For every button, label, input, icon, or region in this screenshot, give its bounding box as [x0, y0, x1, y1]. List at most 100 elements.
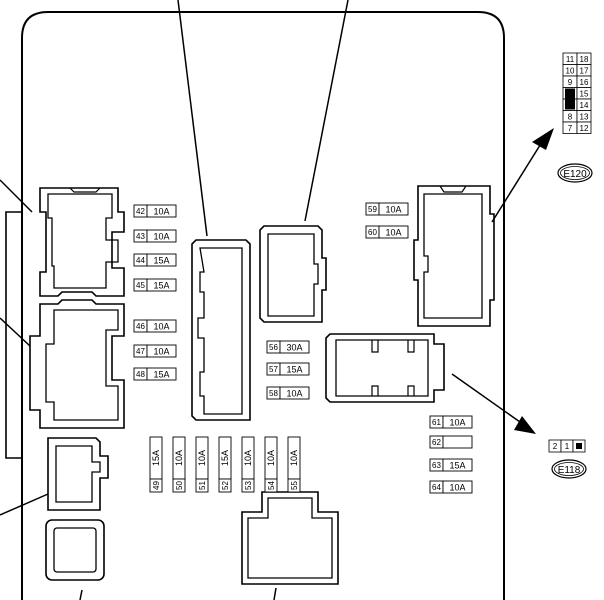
arrow-head-e118	[514, 416, 536, 434]
fuse-label-55: 10A 55	[287, 436, 301, 493]
connector-center-tall-inner	[197, 247, 243, 415]
fuse-number-box	[149, 478, 163, 493]
fuse-number: 64	[432, 483, 441, 492]
fuse-rating: 10A	[153, 347, 169, 357]
fuse-number: 43	[136, 232, 145, 241]
fuse-rating-box	[279, 386, 310, 400]
connector-bottom-center	[241, 491, 339, 585]
pin-number: 17	[580, 67, 589, 76]
fuse-rating-box	[146, 278, 177, 292]
fuse-rating: 15A	[220, 450, 230, 466]
fuse-rating: 10A	[243, 450, 253, 466]
fuse-number: 51	[198, 481, 207, 490]
connector-middle-left-inner	[45, 309, 119, 421]
fuse-number: 58	[269, 389, 278, 398]
fuse-rating-box	[146, 367, 177, 381]
leader-line-left-2	[0, 317, 31, 347]
pin-number: 1	[565, 442, 570, 451]
fuse-label-49: 15A 49	[149, 436, 163, 493]
fuse-label-53: 10A 53	[241, 436, 255, 493]
fuse-number: 59	[368, 205, 377, 214]
fuse-number-box	[264, 478, 278, 493]
pin-number: 18	[580, 55, 589, 64]
fuse-number: 62	[432, 438, 441, 447]
fuse-label-48: 48 15A	[133, 367, 177, 381]
pin-number: 16	[580, 78, 589, 87]
pin-number: 10	[566, 67, 575, 76]
fuse-number: 48	[136, 370, 145, 379]
fuse-rating: 15A	[449, 461, 465, 471]
fuse-number-box	[195, 478, 209, 493]
fuse-rating-box	[442, 435, 473, 449]
connector-right-inner	[423, 193, 483, 319]
left-mount-bracket	[5, 211, 22, 459]
connector-bottom-left	[45, 519, 105, 581]
fuse-number: 56	[269, 343, 278, 352]
fuse-rating-box	[279, 362, 310, 376]
fuse-number: 45	[136, 281, 145, 290]
fuse-label-59: 59 10A	[365, 202, 409, 216]
fuse-rating: 10A	[286, 389, 302, 399]
fuse-rating-box	[442, 480, 473, 494]
connector-upper-left-notch	[69, 187, 101, 193]
fuse-number: 55	[290, 481, 299, 490]
connector-middle-left	[29, 299, 125, 429]
fuse-number: 50	[175, 481, 184, 490]
fuse-rating: 15A	[286, 365, 302, 375]
connector-e120-label: E120	[563, 169, 587, 180]
fuse-rating: 10A	[153, 322, 169, 332]
fuse-rating-box	[378, 225, 409, 239]
leader-line-top-left	[177, 0, 208, 237]
fuse-rating: 10A	[449, 483, 465, 493]
fuse-number: 49	[152, 481, 161, 490]
fuse-number: 47	[136, 347, 145, 356]
fuse-rating: 10A	[385, 228, 401, 238]
pin-number: 12	[580, 124, 589, 133]
fuse-rating-box	[378, 202, 409, 216]
fuse-rating: 15A	[151, 450, 161, 466]
fuse-rating: 10A	[449, 418, 465, 428]
leader-line-left-3	[0, 493, 49, 516]
fuse-rating: 15A	[153, 370, 169, 380]
connector-e118-label: E118	[558, 465, 581, 476]
fuse-number: 52	[221, 481, 230, 490]
leader-line-top-right	[304, 0, 349, 222]
connector-center-right-tabs	[371, 340, 415, 396]
fuse-label-62: 62	[429, 435, 473, 449]
fuse-label-47: 47 10A	[133, 344, 177, 358]
fuse-rating: 15A	[153, 256, 169, 266]
fuse-number-box	[172, 478, 186, 493]
fuse-rating: 10A	[385, 205, 401, 215]
connector-lower-left-inner	[55, 445, 101, 503]
fuse-number: 53	[244, 481, 253, 490]
connector-upper-left-inner	[47, 193, 119, 289]
fuse-rating-box	[146, 229, 177, 243]
leader-line-e118	[451, 373, 521, 423]
locking-tab	[576, 443, 582, 449]
connector-center-tall	[191, 239, 251, 421]
connector-center-right	[325, 333, 445, 403]
fuse-rating: 10A	[289, 450, 299, 466]
arrow-head-e120	[532, 128, 554, 150]
fuse-label-50: 10A 50	[172, 436, 186, 493]
pin-number: 11	[566, 55, 575, 64]
fuse-label-58: 58 10A	[266, 386, 310, 400]
fuse-number-box	[287, 478, 301, 493]
connector-top-center-inner	[267, 233, 319, 317]
fuse-rating: 10A	[174, 450, 184, 466]
fuse-number: 63	[432, 461, 441, 470]
fuse-number: 60	[368, 228, 377, 237]
connector-bottom-left-inner	[53, 527, 97, 573]
leader-line-bottom-1	[79, 589, 83, 600]
fuse-rating: 10A	[153, 232, 169, 242]
